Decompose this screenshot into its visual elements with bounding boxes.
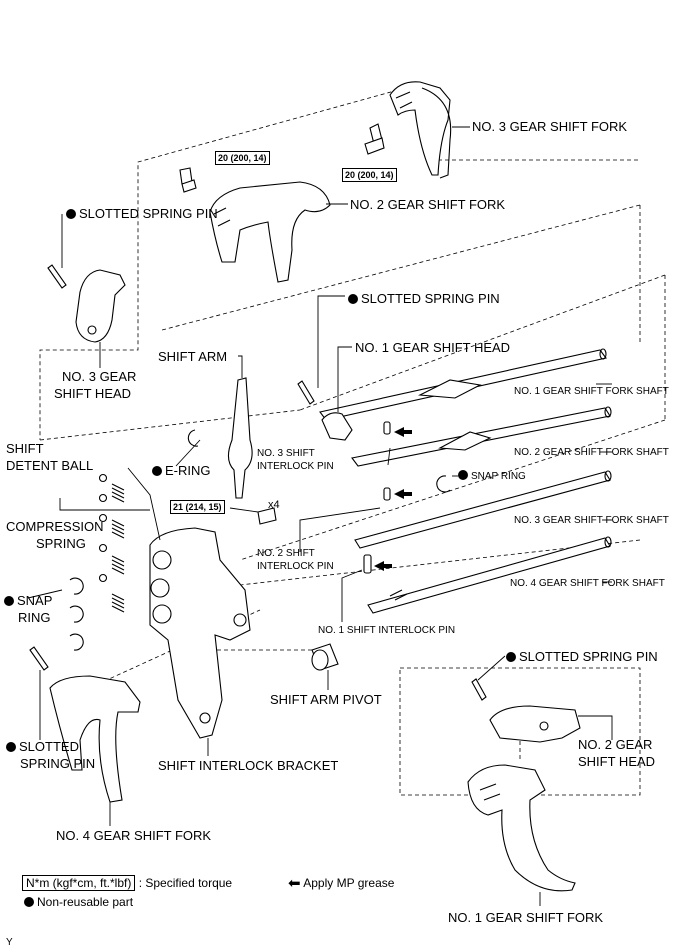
slotted-spring-pin-part-2	[297, 380, 315, 405]
label-shift-detent-ball-line2: DETENT BALL	[6, 458, 94, 473]
label-snap-ring-left-line2: RING	[18, 610, 51, 625]
legend-torque: N*m (kgf*cm, ft.*lbf) : Specified torque	[22, 875, 232, 892]
label-shift-interlock-bracket: SHIFT INTERLOCK BRACKET	[158, 758, 339, 773]
label-e-ring: E-RING	[152, 462, 211, 479]
no1-gear-shift-fork-part	[467, 764, 576, 892]
label-slotted-spring-pin-left-line2: SPRING PIN	[20, 756, 96, 771]
non-reusable-dot-icon	[4, 596, 14, 606]
torque-spec-no2-fork-bolt: 20 (200, 14)	[215, 151, 270, 165]
no3-interlock-pin-part	[383, 421, 391, 435]
label-no1-fork-shaft: NO. 1 GEAR SHIFT FORK SHAFT	[514, 386, 669, 397]
label-compression-spring-line1: COMPRESSION	[6, 519, 104, 534]
bolt-no2-fork	[179, 167, 197, 193]
label-shift-detent-ball-line1: SHIFT	[6, 441, 44, 456]
label-no3-gear-shift-head-line1: NO. 3 GEAR	[62, 369, 137, 384]
label-no4-gear-shift-fork: NO. 4 GEAR SHIFT FORK	[56, 828, 212, 843]
slotted-spring-pin-part-3	[29, 646, 49, 671]
bolt-bracket	[257, 507, 277, 525]
label-no4-fork-shaft: NO. 4 GEAR SHIFT FORK SHAFT	[510, 578, 665, 589]
label-snap-ring-left-line1: SNAP	[4, 592, 52, 609]
label-no2-interlock-pin-line2: INTERLOCK PIN	[257, 561, 334, 572]
label-no3-gear-shift-fork: NO. 3 GEAR SHIFT FORK	[472, 119, 628, 134]
non-reusable-dot-icon	[6, 742, 16, 752]
non-reusable-dot-icon	[152, 466, 162, 476]
legend-torque-desc: : Specified torque	[138, 876, 233, 890]
non-reusable-dot-icon	[66, 209, 76, 219]
non-reusable-dot-icon	[24, 897, 34, 907]
no3-gear-shift-head-part	[75, 269, 126, 343]
shift-arm-pivot-part	[311, 643, 339, 671]
label-shift-arm-pivot: SHIFT ARM PIVOT	[270, 692, 382, 707]
no2-gear-shift-head-part	[489, 705, 581, 743]
snap-ring-part	[436, 475, 451, 493]
label-slotted-spring-pin-top-left: SLOTTED SPRING PIN	[66, 205, 218, 222]
no1-interlock-pin-part	[363, 554, 372, 574]
label-shift-arm: SHIFT ARM	[158, 349, 228, 364]
label-no2-gear-shift-fork: NO. 2 GEAR SHIFT FORK	[350, 197, 506, 212]
leader-lines	[27, 126, 613, 906]
e-ring-part	[187, 429, 199, 447]
non-reusable-dot-icon	[348, 294, 358, 304]
label-no2-interlock-pin-line1: NO. 2 SHIFT	[257, 548, 315, 559]
non-reusable-dot-icon	[506, 652, 516, 662]
grease-arrows	[374, 427, 412, 571]
label-snap-ring: SNAP RING	[458, 470, 526, 483]
label-slotted-spring-pin-right: SLOTTED SPRING PIN	[506, 648, 658, 665]
label-no1-gear-shift-head: NO. 1 GEAR SHIFT HEAD	[355, 340, 511, 355]
shift-arm-part	[227, 377, 253, 499]
torque-spec-no3-fork-bolt: 20 (200, 14)	[342, 168, 397, 182]
label-slotted-spring-pin-left-line1: SLOTTED	[6, 738, 79, 755]
no2-interlock-pin-part	[383, 487, 391, 501]
shift-interlock-bracket-part	[149, 527, 251, 739]
label-no1-gear-shift-fork: NO. 1 GEAR SHIFT FORK	[448, 910, 604, 925]
label-no3-fork-shaft: NO. 3 GEAR SHIFT FORK SHAFT	[514, 515, 669, 526]
bolt-no3-fork	[364, 123, 385, 155]
label-no3-gear-shift-head-line2: SHIFT HEAD	[54, 386, 132, 401]
no2-gear-shift-fork-part	[209, 181, 331, 283]
no1-gear-shift-head-part	[321, 412, 353, 441]
no3-gear-shift-fork-part	[389, 81, 452, 179]
grease-arrow-icon: ⬅	[288, 875, 301, 892]
legend-torque-units: N*m (kgf*cm, ft.*lbf)	[22, 875, 136, 891]
non-reusable-dot-icon	[458, 470, 468, 480]
label-quantity: x4	[268, 499, 280, 511]
label-no1-interlock-pin: NO. 1 SHIFT INTERLOCK PIN	[318, 625, 456, 636]
detent-balls-springs	[98, 473, 125, 613]
torque-spec-bracket-bolt: 21 (214, 15)	[170, 500, 225, 514]
label-slotted-spring-pin-middle: SLOTTED SPRING PIN	[348, 290, 500, 307]
legend-non-reusable: Non-reusable part	[24, 894, 133, 911]
slotted-spring-pin-part-1	[47, 264, 67, 289]
label-no2-gear-shift-head-line1: NO. 2 GEAR	[578, 737, 653, 752]
label-compression-spring-line2: SPRING	[36, 536, 86, 551]
label-no2-fork-shaft: NO. 2 GEAR SHIFT FORK SHAFT	[514, 447, 669, 458]
legend-grease: ⬅ Apply MP grease	[288, 875, 395, 892]
fork-shafts	[319, 348, 612, 614]
alignment-lines	[39, 89, 666, 796]
label-no3-interlock-pin-line1: NO. 3 SHIFT	[257, 448, 315, 459]
slotted-spring-pin-part-4	[471, 678, 487, 701]
no4-gear-shift-fork-part	[49, 675, 141, 803]
corner-mark: Y	[6, 937, 13, 948]
snap-rings-left	[69, 577, 84, 651]
label-no2-gear-shift-head-line2: SHIFT HEAD	[578, 754, 656, 769]
label-no3-interlock-pin-line2: INTERLOCK PIN	[257, 461, 334, 472]
